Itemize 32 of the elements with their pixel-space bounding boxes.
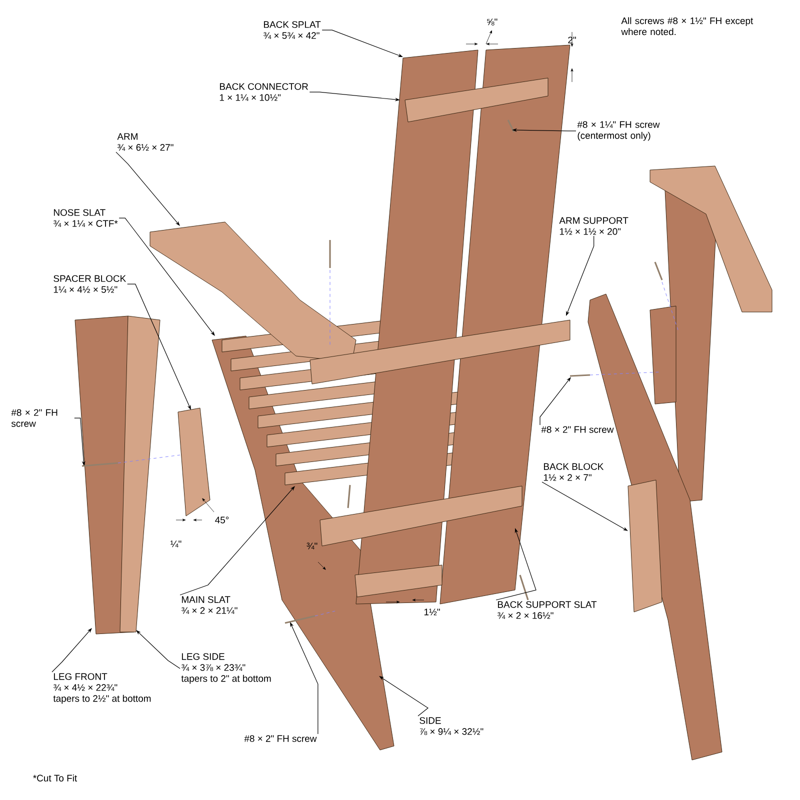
note-text: All screws #8 × 1½" FH except where noted. (621, 17, 754, 36)
callout-label: SPACER BLOCK 1¼ × 4½ × 5½" (54, 275, 126, 293)
callout-label: LEG FRONT ¾ × 4½ × 22¾" tapers to 2½" at bottom (53, 673, 151, 704)
leader-line (118, 218, 215, 336)
callout-label: ARM SUPPORT 1½ × 1½ × 20" (559, 217, 628, 235)
leader-line (116, 152, 180, 226)
callout-label: ARM ¾ × 6½ × 27" (117, 133, 174, 151)
callout-label: MAIN SLAT ¾ × 2 × 21¼" (182, 596, 238, 614)
callout-label: BACK CONNECTOR 1 × 1¼ × 10½" (220, 83, 308, 101)
callout-label: NOSE SLAT ¾ × 1¼ × CTF* (54, 209, 118, 227)
leader-line (136, 630, 180, 669)
leader-line (379, 676, 429, 716)
dimension-label: 1½" (424, 608, 440, 616)
callout-label: #8 × 1¼" FH screw (centermost only) (577, 121, 660, 141)
callout-label: SIDE ⅞ × 9¼ × 32½" (420, 717, 484, 735)
callout-label: BACK BLOCK 1½ × 2 × 7" (544, 463, 604, 481)
leader-line (540, 377, 571, 426)
callout-label: #8 × 2" FH screw (11, 409, 58, 427)
leader-line (52, 628, 92, 672)
callout-label: BACK SPLAT ¾ × 5¾ × 42" (264, 21, 321, 39)
callout-label: #8 × 2" FH screw (244, 735, 317, 742)
leader-line (542, 482, 628, 531)
dimension-label: ⅝" (487, 18, 498, 26)
dimension-label: 45° (215, 516, 229, 524)
dimension-label: ¼" (170, 540, 182, 548)
callout-label: BACK SUPPORT SLAT ¾ × 2 × 16½" (498, 601, 597, 619)
callout-label: #8 × 2" FH screw (541, 426, 614, 433)
dimension-label: ¾" (306, 542, 318, 550)
callout-label: LEG SIDE ¾ × 3⅞ × 23¾" tapers to 2" at bottom (181, 653, 271, 684)
leader-line (180, 486, 295, 596)
note-text: *Cut To Fit (33, 774, 78, 782)
dimension-label: 2" (568, 36, 576, 44)
